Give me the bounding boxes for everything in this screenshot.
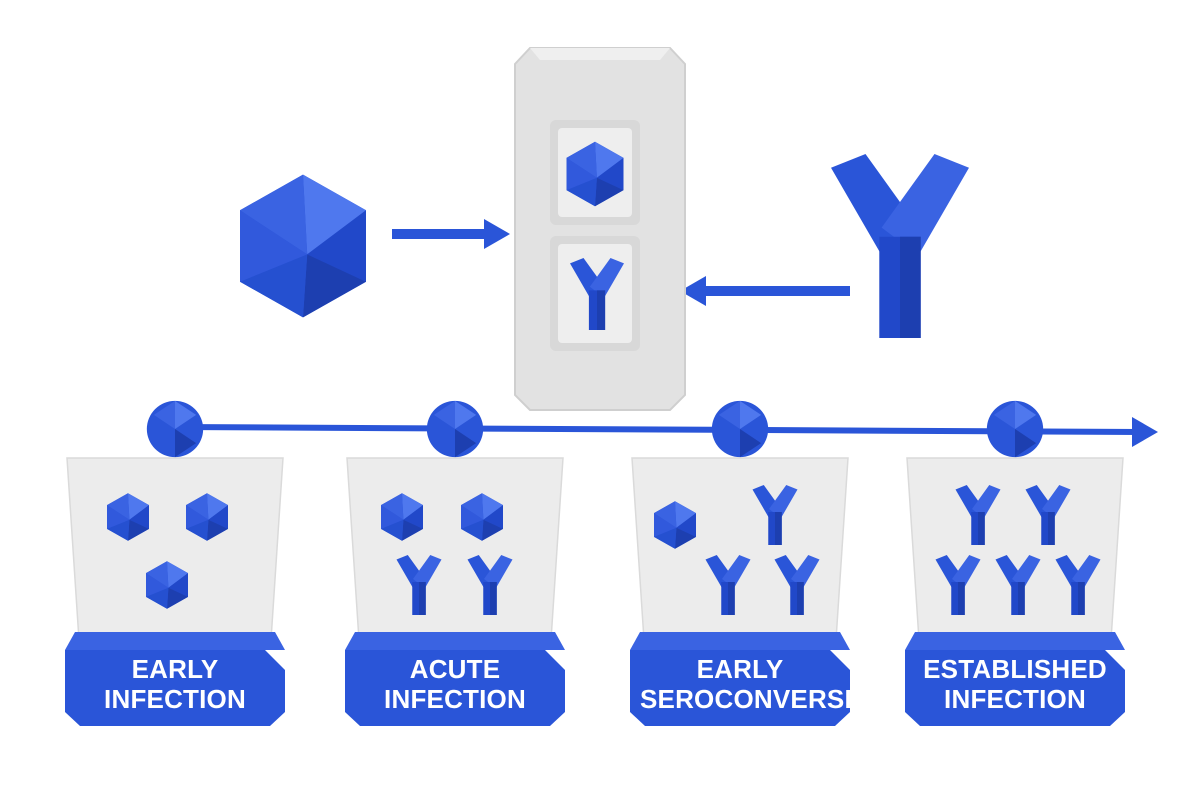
stage-label-plate [65,650,285,726]
antibody-to-device-arrow [680,276,850,306]
stage-panel [631,457,849,641]
antigen-icon [240,174,366,318]
stage-1 [65,400,285,726]
stage-panel [66,457,284,641]
stage-label-plate-top [345,632,565,650]
stage-label-line: INFECTION [384,684,526,714]
stage-label-line: ACUTE [409,654,501,684]
stage-label-line: ESTABLISHED [923,654,1107,684]
stage-label-line: SEROCONVERSION [640,684,892,714]
antigen-to-device-arrow [392,219,510,249]
stage-label-plate [345,650,565,726]
stage-label-plate-top [630,632,850,650]
stage-label-plate-top [65,632,285,650]
timeline-marker [426,400,484,458]
stage-label-line: EARLY [131,654,219,684]
stage-3 [630,400,850,726]
stage-label-plate [905,650,1125,726]
timeline-marker [146,400,204,458]
antibody-icon [831,154,969,338]
stage-4 [905,400,1125,726]
stages-layer [65,400,1125,726]
stage-panel [346,457,564,641]
stage-label-plate-top [905,632,1125,650]
timeline-marker [986,400,1044,458]
timeline-arrow [174,417,1158,447]
test-device [514,47,686,411]
stage-label-line: INFECTION [104,684,246,714]
stage-label-plate [630,650,850,726]
timeline-marker [711,400,769,458]
stage-label-line: EARLY [696,654,784,684]
stage-label-line: INFECTION [944,684,1086,714]
stage-2 [345,400,565,726]
